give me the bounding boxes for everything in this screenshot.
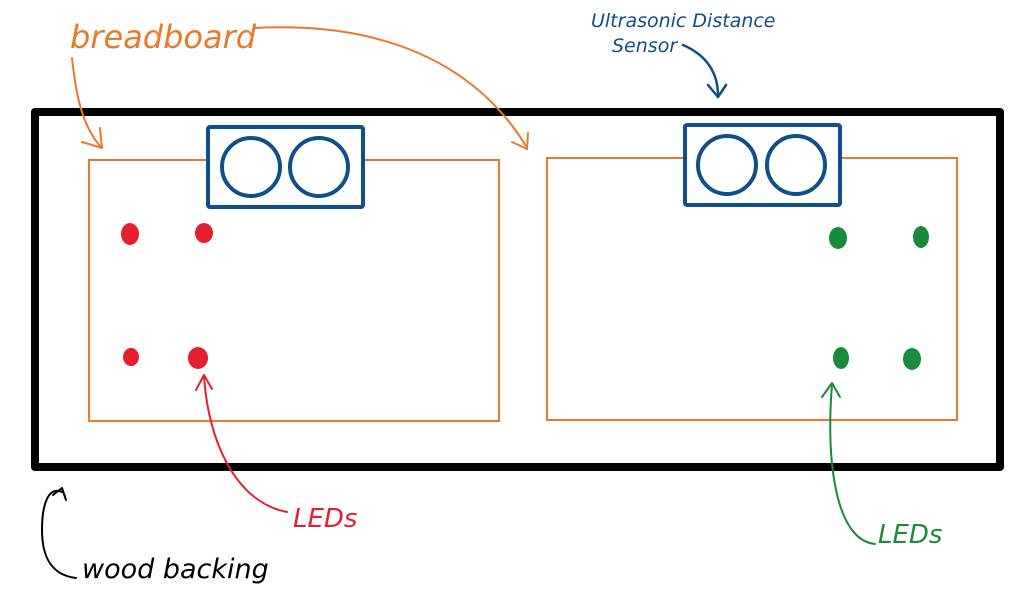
led-red-4 [188,347,208,369]
arrow-breadboard-right [254,26,527,147]
arrow-breadboard-right-head [511,132,529,150]
sensor-label-line1: Ultrasonic Distance [591,10,776,32]
sensor-right-transducer-1 [696,134,758,196]
led-green-4 [903,348,921,370]
sensor-label-line2: Sensor [612,35,678,57]
arrow-breadboard-left [71,57,101,147]
ultrasonic-sensor-left [206,125,365,209]
wood-backing-label: wood backing [82,554,269,585]
sensor-right-transducer-2 [765,134,827,196]
wood-backing-hook-head [52,487,67,501]
arrow-leds-left [203,375,288,513]
arrow-leds-left-head [195,374,213,391]
wood-backing-hook [40,489,77,579]
arrow-sensor-head [706,83,728,99]
wood-backing-frame [31,108,1004,471]
arrow-leds-right [829,383,876,545]
arrow-leds-right-head [821,382,841,398]
led-red-1 [121,223,139,245]
led-red-2 [195,223,213,243]
led-green-1 [829,227,847,249]
arrow-sensor [681,43,720,98]
sensor-left-transducer-2 [288,136,350,198]
arrow-breadboard-left-head [81,127,103,149]
led-green-3 [833,347,849,369]
led-red-3 [123,348,139,366]
sensor-left-transducer-1 [220,136,282,198]
ultrasonic-sensor-right [683,123,842,207]
led-green-2 [913,226,929,248]
breadboard-label: breadboard [70,18,257,56]
leds-right-label: LEDs [878,520,942,550]
leds-left-label: LEDs [293,504,357,534]
